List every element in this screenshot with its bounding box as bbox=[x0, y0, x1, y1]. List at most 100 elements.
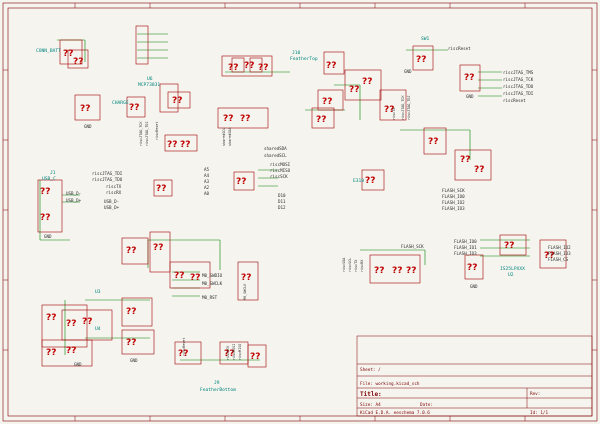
unknown-symbol: ?? bbox=[326, 61, 336, 71]
unknown-symbol: ?? bbox=[63, 49, 73, 59]
net-label-shared-scl: sharedSCL bbox=[264, 153, 287, 158]
border-ticks bbox=[3, 3, 597, 421]
unknown-symbol: ?? bbox=[46, 348, 56, 358]
unknown-symbol: ?? bbox=[365, 176, 375, 186]
net-label-flash-io3-3: FLASH_IO3 bbox=[442, 206, 465, 211]
ref-u6: U6 bbox=[147, 76, 153, 82]
unknown-symbol: ?? bbox=[349, 85, 359, 95]
unknown-symbol: ?? bbox=[223, 114, 233, 124]
title-id-label: Id: 1/1 bbox=[530, 410, 549, 416]
net-label-risc-rx: riscRX bbox=[106, 190, 122, 195]
net-label-risc-tx: riscTX bbox=[106, 184, 122, 189]
net-label-shared-sda: sharedSDA bbox=[264, 146, 287, 151]
net-label-d12: D12 bbox=[278, 205, 286, 210]
net-label-a4: A4 bbox=[204, 173, 210, 178]
gnd-label: GND bbox=[466, 94, 474, 99]
unknown-symbol: ?? bbox=[126, 338, 136, 348]
net-label-jtag-tdi-2: riscJTAG_TDI bbox=[92, 171, 123, 176]
title-rev-label: Rev: bbox=[530, 391, 540, 397]
unknown-symbol: ?? bbox=[241, 273, 251, 283]
unknown-symbol: ?? bbox=[240, 114, 250, 124]
title-title-label: Title: bbox=[360, 391, 382, 398]
unknown-symbol: ?? bbox=[82, 317, 92, 327]
net-label-mosi: riscMOSI bbox=[270, 162, 291, 167]
net-label-flash-sck: FLASH_SCK bbox=[401, 244, 424, 249]
unknown-symbol: ?? bbox=[156, 184, 166, 194]
net-label-jtag-tms: riscJTAG_TMS bbox=[503, 70, 534, 75]
unknown-symbol: ?? bbox=[66, 319, 76, 329]
svg-text:riscMOSI: riscMOSI bbox=[232, 344, 236, 360]
unknown-symbol: ?? bbox=[153, 243, 163, 253]
ref-j1: J1 bbox=[50, 170, 56, 176]
net-label-jtag-tck: riscJTAG_TCK bbox=[503, 77, 534, 82]
title-size-label: Size: A4 bbox=[360, 402, 381, 408]
net-label-flash-io0-2: FLASH_IO0 bbox=[442, 194, 465, 199]
ref-j9: J9 bbox=[214, 380, 220, 386]
title-file-label: File: working.kicad_sch bbox=[360, 381, 420, 387]
svg-text:riscSCL: riscSCL bbox=[348, 258, 352, 272]
title-app-label: KiCad E.D.A. eeschema 7.0.6 bbox=[360, 410, 430, 416]
unknown-symbol: ?? bbox=[190, 273, 200, 283]
net-label-flash-io1: FLASH_IO1 bbox=[454, 245, 477, 250]
gnd-label: GND bbox=[44, 234, 52, 239]
svg-text:riscRX: riscRX bbox=[360, 259, 364, 272]
net-label-jtag-tdi: riscJTAG_TDI bbox=[503, 91, 534, 96]
net-label-risc-reset-2: riscReset bbox=[503, 98, 526, 103]
unknown-symbol: ?? bbox=[224, 349, 234, 359]
net-label-m0-swclk: M0_SWCLK bbox=[202, 281, 223, 286]
net-label-sck: riscSCK bbox=[270, 174, 288, 179]
net-label-flash-sck-2: FLASH_SCK bbox=[442, 188, 465, 193]
unknown-symbol: ?? bbox=[180, 140, 190, 150]
unknown-symbol: ?? bbox=[46, 313, 56, 323]
title-block bbox=[356, 335, 593, 417]
ref-u4: U4 bbox=[95, 326, 101, 332]
ref-charge: CHARGE bbox=[112, 100, 129, 106]
ref-mcp73831: MCP73831 bbox=[138, 82, 160, 88]
unknown-symbol: ?? bbox=[66, 346, 76, 356]
ref-u2: U2 bbox=[508, 272, 514, 278]
gnd-label: GND bbox=[84, 124, 92, 129]
unknown-symbol: ?? bbox=[384, 105, 394, 115]
svg-text:riscSCK: riscSCK bbox=[226, 345, 230, 360]
unknown-symbol: ?? bbox=[474, 165, 484, 175]
unknown-symbol: ?? bbox=[460, 155, 470, 165]
svg-text:riscTX: riscTX bbox=[354, 259, 358, 272]
net-label-d10: D10 bbox=[278, 193, 286, 198]
net-label-jtag-tdo: riscJTAG_TDO bbox=[503, 84, 534, 89]
unknown-symbol: ?? bbox=[544, 251, 554, 261]
ref-is25: IS25LPXXX bbox=[500, 266, 525, 272]
unknown-symbol: ?? bbox=[416, 55, 426, 65]
net-label-a0: A0 bbox=[204, 191, 210, 196]
net-label-m0-rst: M0_RST bbox=[202, 295, 218, 300]
net-label-a5: A5 bbox=[204, 167, 210, 172]
unknown-symbol: ?? bbox=[250, 352, 260, 362]
net-label-flash-io2: FLASH_IO2 bbox=[548, 245, 571, 250]
net-label-risc-reset: riscReset bbox=[448, 46, 471, 51]
ref-j10: J10 bbox=[292, 50, 301, 56]
svg-text:riscJTAG_TCK: riscJTAG_TCK bbox=[139, 121, 143, 146]
svg-text:riscMISO: riscMISO bbox=[238, 344, 242, 360]
svg-text:sharedSCL: sharedSCL bbox=[222, 128, 226, 146]
unknown-symbol: ?? bbox=[174, 271, 184, 281]
net-label-usb-dp-2: USB_D+ bbox=[66, 198, 82, 203]
unknown-symbol: ?? bbox=[406, 266, 416, 276]
ref-feather-bottom: FeatherBottom bbox=[200, 387, 236, 393]
unknown-symbol: ?? bbox=[126, 307, 136, 317]
svg-text:riscTX: riscTX bbox=[392, 107, 396, 120]
unknown-symbol: ?? bbox=[362, 77, 372, 87]
unknown-symbol: ?? bbox=[129, 103, 139, 113]
unknown-symbol: ?? bbox=[244, 61, 254, 71]
unknown-symbol: ?? bbox=[428, 137, 438, 147]
ref-usb-c: USB_C bbox=[42, 176, 56, 182]
unknown-symbol: ?? bbox=[322, 97, 332, 107]
unknown-symbol: ?? bbox=[236, 177, 246, 187]
ref-u3: U3 bbox=[95, 289, 101, 295]
gnd-label: GND bbox=[130, 358, 138, 363]
unknown-symbol: ?? bbox=[80, 104, 90, 114]
net-label-jtag-tdo-2: riscJTAG_TDO bbox=[92, 177, 123, 182]
unknown-symbol: ?? bbox=[172, 96, 182, 106]
net-label-m0-swdio: M0_SWDIO bbox=[202, 273, 223, 278]
gnd-label: GND bbox=[470, 284, 478, 289]
unknown-symbol: ?? bbox=[392, 266, 402, 276]
